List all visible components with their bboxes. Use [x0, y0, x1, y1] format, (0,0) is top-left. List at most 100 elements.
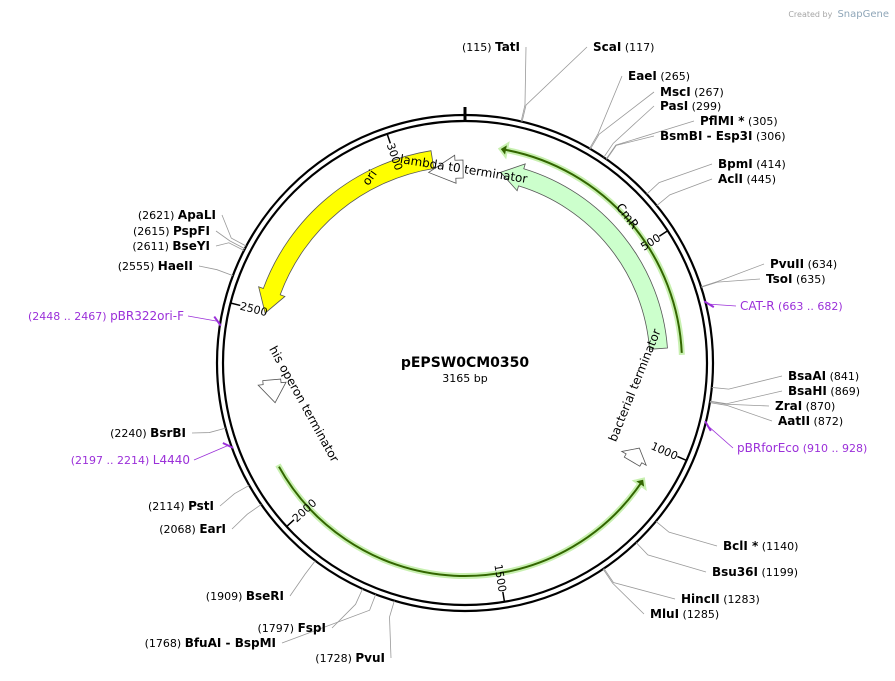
- enzyme-position: (265): [657, 70, 690, 83]
- enzyme-label: ZraI (870): [775, 399, 835, 413]
- enzyme-leader-line: [590, 91, 655, 150]
- enzyme-leader-line: [219, 484, 250, 507]
- enzyme-position: (117): [621, 41, 654, 54]
- enzyme-leader-line: [709, 390, 783, 405]
- enzyme-position: (306): [753, 130, 786, 143]
- enzyme-name-2: Esp3I: [716, 129, 753, 143]
- tick-mark: [658, 230, 669, 237]
- enzyme-name: PvuII: [770, 257, 804, 271]
- feature-label: his operon terminator: [266, 344, 342, 465]
- enzyme-leader-line: [520, 46, 527, 122]
- enzyme-label: (1768) BfuAI - BspMI: [145, 636, 276, 650]
- enzyme-name: PvuI: [355, 651, 385, 665]
- primer-leader-line: [193, 445, 229, 461]
- primer-mark: [222, 442, 234, 449]
- enzyme-name: PstI: [188, 499, 214, 513]
- enzyme-label: (1728) PvuI: [315, 651, 385, 665]
- leader-lines: [187, 46, 783, 659]
- enzyme-label: (2068) EarI: [159, 522, 226, 536]
- enzyme-position: (870): [802, 400, 835, 413]
- tick-mark: [286, 519, 295, 528]
- enzyme-leader-line: [281, 594, 377, 644]
- plasmid-name: pEPSW0CM0350: [401, 355, 530, 371]
- orf-arrow: [275, 463, 647, 579]
- enzyme-name: EarI: [199, 522, 226, 536]
- snapgene-logo: SnapGene: [837, 9, 889, 20]
- enzyme-name: PasI: [660, 99, 688, 113]
- enzyme-leader-line: [709, 402, 773, 422]
- primer-position: (2197 .. 2214): [71, 454, 153, 467]
- enzyme-leader-line: [701, 278, 761, 288]
- primer-position: (2448 .. 2467): [28, 310, 110, 323]
- enzyme-label: Bsu36I (1199): [712, 565, 798, 579]
- enzyme-label: (2611) BseYI: [132, 239, 210, 253]
- enzyme-leader-line: [603, 105, 655, 158]
- enzyme-position: (1728): [315, 652, 355, 665]
- enzyme-name: MluI: [650, 607, 679, 621]
- enzyme-name: ScaI: [593, 40, 621, 54]
- enzyme-leader-line: [215, 242, 245, 251]
- enzyme-label: (2615) PspFI: [133, 224, 210, 238]
- enzyme-label: MscI (267): [660, 85, 724, 99]
- primer-mark: [703, 300, 715, 308]
- feature-label: bacterial terminator: [606, 327, 664, 444]
- enzyme-name: EaeI: [628, 69, 657, 83]
- plasmid-length: 3165 bp: [442, 372, 487, 385]
- primer-leader-line: [707, 425, 734, 449]
- site-labels: (115) TatI ScaI (117) EaeI (265) MscI (267)…: [28, 40, 867, 665]
- enzyme-name: FspI: [298, 621, 326, 635]
- enzyme-leader-line: [711, 375, 783, 390]
- enzyme-position: (1909): [206, 590, 246, 603]
- primer-leader-line: [708, 303, 737, 307]
- enzyme-name: PspFI: [173, 224, 210, 238]
- enzyme-position: (2240): [110, 427, 150, 440]
- enzyme-leader-line: [646, 163, 713, 195]
- enzyme-leader-line: [635, 542, 707, 573]
- enzyme-position: (2621): [138, 209, 178, 222]
- primer-label: CAT-R (663 .. 682): [740, 299, 843, 313]
- enzyme-name: HaeII: [158, 259, 193, 273]
- enzyme-label: (2240) BsrBI: [110, 426, 186, 440]
- enzyme-position: (1768): [145, 637, 185, 650]
- enzyme-label: ScaI (117): [593, 40, 654, 54]
- enzyme-label: EaeI (265): [628, 69, 690, 83]
- enzyme-position: (1283): [720, 593, 760, 606]
- primer-position: (663 .. 682): [775, 300, 843, 313]
- enzyme-name: ApaLI: [178, 208, 216, 222]
- feature-arrow-cmr: [499, 163, 668, 350]
- feature-arrow-lambda-t0-terminator: [427, 154, 464, 184]
- enzyme-leader-line: [521, 46, 588, 122]
- enzyme-position: (115): [462, 41, 495, 54]
- enzyme-label: BclI * (1140): [723, 539, 798, 553]
- enzyme-label: (2555) HaeII: [118, 259, 193, 273]
- enzyme-label: (2114) PstI: [148, 499, 214, 513]
- enzyme-name: BsmBI: [660, 129, 702, 143]
- primer-name: pBR322ori-F: [110, 309, 184, 323]
- enzyme-name: Bsu36I: [712, 565, 758, 579]
- enzyme-leader-line: [389, 600, 395, 659]
- enzyme-name: BsaAI: [788, 369, 826, 383]
- enzyme-label: BsaAI (841): [788, 369, 859, 383]
- enzyme-position: (1285): [679, 608, 719, 621]
- primer-position: (910 .. 928): [799, 442, 867, 455]
- primer-name: pBRforEco: [737, 441, 799, 455]
- enzyme-label: (2621) ApaLI: [138, 208, 216, 222]
- enzyme-position: (2068): [159, 523, 199, 536]
- enzyme-label: BsaHI (869): [788, 384, 860, 398]
- enzyme-label: PasI (299): [660, 99, 721, 113]
- enzyme-position: (872): [810, 415, 843, 428]
- enzyme-name: BseRI: [246, 589, 284, 603]
- enzyme-position: (1140): [758, 540, 798, 553]
- enzyme-name: BfuAI: [185, 636, 222, 650]
- tick-mark: [502, 591, 506, 602]
- enzyme-name: TsoI: [766, 272, 792, 286]
- feature-arrow-his-operon-terminator: [257, 378, 287, 404]
- enzyme-name: MscI: [660, 85, 691, 99]
- enzyme-label: (115) TatI: [462, 40, 520, 54]
- enzyme-leader-line: [289, 560, 316, 597]
- primer-name: CAT-R: [740, 299, 775, 313]
- enzyme-leader-line: [602, 568, 645, 615]
- enzyme-label: PflMI * (305): [700, 114, 778, 128]
- enzyme-name: AclI: [718, 172, 743, 186]
- enzyme-label: MluI (1285): [650, 607, 719, 621]
